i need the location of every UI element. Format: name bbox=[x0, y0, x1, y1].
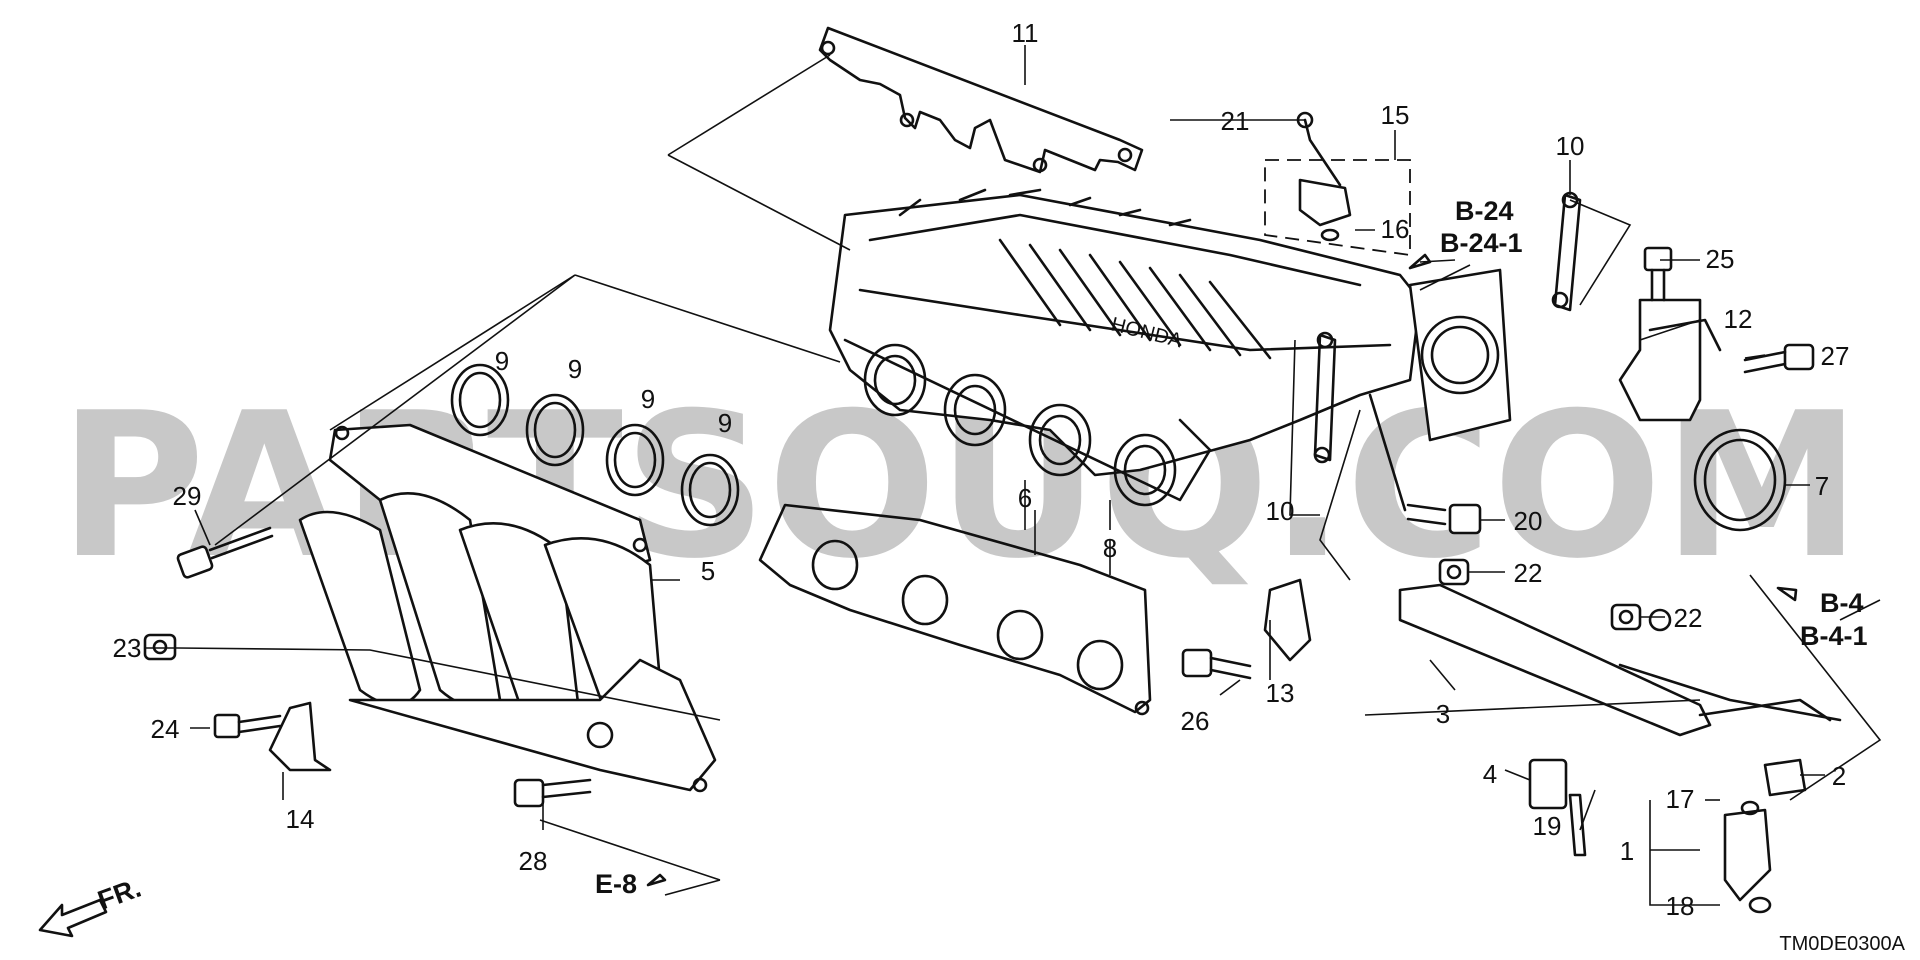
callout-22-a: 22 bbox=[1514, 558, 1543, 588]
callout-5: 5 bbox=[701, 556, 715, 586]
intake-ribs bbox=[998, 238, 1272, 360]
callout-4: 4 bbox=[1483, 759, 1497, 789]
callout-18: 18 bbox=[1666, 891, 1695, 921]
callout-7: 7 bbox=[1815, 471, 1829, 501]
part-11-gasket-strip[interactable] bbox=[818, 26, 1144, 174]
part-4-spacer[interactable] bbox=[1528, 758, 1568, 810]
part-12-bracket[interactable] bbox=[1618, 298, 1722, 422]
bolt-28[interactable] bbox=[513, 778, 592, 808]
ref-b24: B-24 bbox=[1455, 196, 1514, 226]
callout-16: 16 bbox=[1381, 214, 1410, 244]
part-7-gasket-ring[interactable] bbox=[1693, 428, 1787, 532]
callout-22-b: 22 bbox=[1674, 603, 1703, 633]
callout-27: 27 bbox=[1821, 341, 1850, 371]
part-15-sensor[interactable] bbox=[1264, 111, 1411, 257]
nut-22b[interactable] bbox=[1610, 603, 1642, 631]
callout-24: 24 bbox=[151, 714, 180, 744]
part-10-bracket-lower[interactable] bbox=[1313, 331, 1337, 464]
part-5-exhaust-manifold[interactable] bbox=[298, 423, 717, 793]
callout-8: 8 bbox=[1103, 533, 1117, 563]
callout-11: 11 bbox=[1012, 18, 1039, 48]
ref-b4-1: B-4-1 bbox=[1800, 621, 1868, 651]
callout-14: 14 bbox=[286, 804, 315, 834]
callout-3: 3 bbox=[1436, 699, 1450, 729]
ref-e8: E-8 bbox=[595, 869, 637, 899]
callout-10-top: 10 bbox=[1556, 131, 1585, 161]
part-9-rings[interactable] bbox=[450, 363, 740, 527]
callout-9-b: 9 bbox=[568, 354, 582, 384]
callout-12: 12 bbox=[1724, 304, 1753, 334]
bolt-20[interactable] bbox=[1406, 503, 1482, 535]
callout-20: 20 bbox=[1514, 506, 1543, 536]
bolt-29[interactable] bbox=[176, 526, 274, 579]
part-13-bracket[interactable] bbox=[1263, 578, 1312, 662]
callout-21: 21 bbox=[1221, 106, 1250, 136]
bolt-24[interactable] bbox=[213, 713, 282, 739]
ref-b4: B-4 bbox=[1820, 588, 1864, 618]
callout-26: 26 bbox=[1181, 706, 1210, 736]
callout-15: 15 bbox=[1381, 100, 1410, 130]
callout-25: 25 bbox=[1706, 244, 1735, 274]
callout-23: 23 bbox=[113, 633, 142, 663]
bolt-26[interactable] bbox=[1181, 648, 1252, 680]
callout-28: 28 bbox=[519, 846, 548, 876]
part-1-fuel-injector[interactable] bbox=[1723, 800, 1772, 914]
callout-9-c: 9 bbox=[641, 384, 655, 414]
callout-10-bottom: 10 bbox=[1266, 496, 1295, 526]
nut-23[interactable] bbox=[143, 633, 177, 661]
intake-manifold[interactable]: HONDA bbox=[828, 188, 1512, 512]
callout-9-d: 9 bbox=[718, 408, 732, 438]
nut-22a[interactable] bbox=[1438, 558, 1470, 586]
part-6-gasket[interactable] bbox=[758, 503, 1152, 716]
callouts: 11 21 15 16 10 25 12 27 7 20 22 22 10 13… bbox=[113, 18, 1850, 921]
part-10-bracket-upper[interactable] bbox=[1551, 191, 1582, 312]
callout-1: 1 bbox=[1620, 836, 1634, 866]
leader-lines bbox=[145, 45, 1882, 906]
diagram-code: TM0DE0300A bbox=[1779, 933, 1905, 955]
part-19-stud[interactable] bbox=[1568, 793, 1587, 857]
section-references: B-24 B-24-1 B-4 B-4-1 E-8 bbox=[595, 196, 1868, 899]
front-arrow-icon: FR. bbox=[38, 873, 145, 938]
callout-2: 2 bbox=[1832, 761, 1846, 791]
part-2-clip[interactable] bbox=[1763, 758, 1807, 797]
callout-9-a: 9 bbox=[495, 346, 509, 376]
callout-17: 17 bbox=[1666, 784, 1695, 814]
callout-29: 29 bbox=[173, 481, 202, 511]
ref-b24-1: B-24-1 bbox=[1440, 228, 1523, 258]
bolt-25[interactable] bbox=[1643, 246, 1673, 302]
callout-19: 19 bbox=[1533, 811, 1562, 841]
bolt-27[interactable] bbox=[1743, 343, 1815, 374]
front-label: FR. bbox=[94, 873, 145, 916]
part-14-clip[interactable] bbox=[268, 701, 332, 772]
part-3-fuel-rail[interactable] bbox=[1398, 583, 1842, 737]
callout-13: 13 bbox=[1266, 678, 1295, 708]
callout-6: 6 bbox=[1018, 483, 1032, 513]
